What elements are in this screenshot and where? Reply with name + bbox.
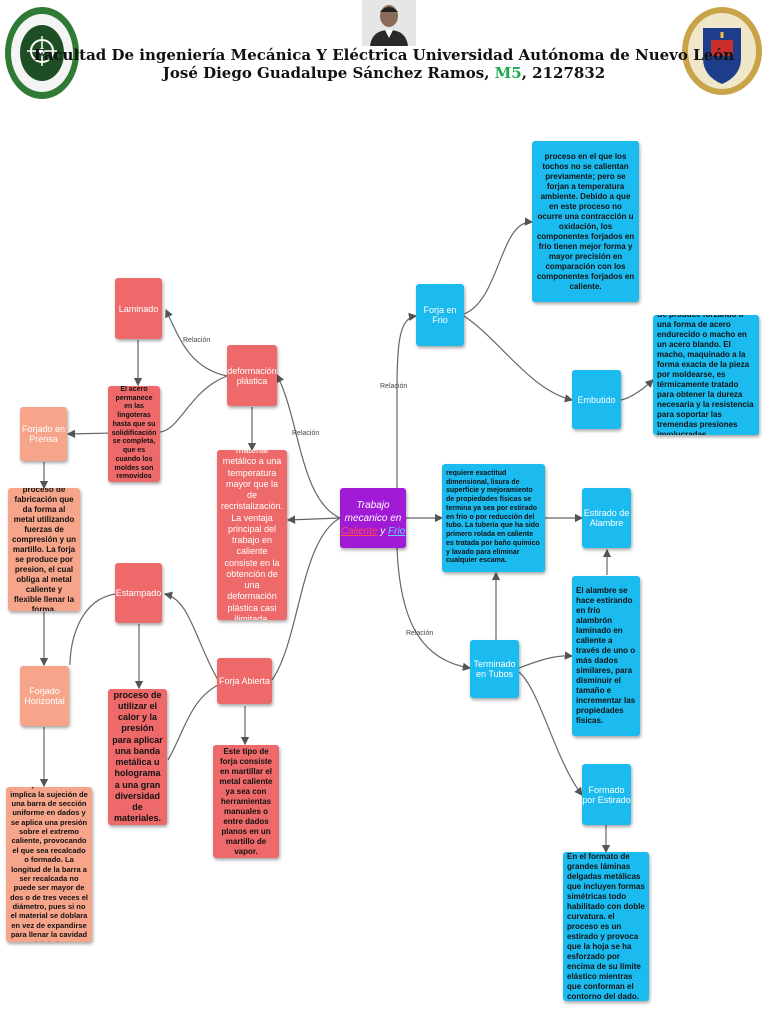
- estirado-alambre-label: Estirado de Alambre: [583, 508, 630, 528]
- node-forja-abierta-desc[interactable]: Este tipo de forja consiste en martillar…: [213, 745, 279, 858]
- person-photo-icon: [362, 0, 416, 46]
- center-frio-link[interactable]: Frio: [388, 525, 406, 537]
- relation-label: Relación: [380, 383, 408, 390]
- node-forjado-prensa[interactable]: Forjado en Prensa: [20, 407, 67, 461]
- center-y: y: [380, 525, 386, 537]
- node-tubos-desc[interactable]: requiere exactitud dimensional, lisura d…: [442, 464, 545, 572]
- center-line3: Caliente y Frio: [341, 525, 406, 538]
- relation-label: Relación: [292, 430, 320, 437]
- node-laminado-desc[interactable]: El acero permanece en las lingoteras has…: [108, 386, 160, 482]
- laminado-desc-text: El acero permanece en las lingoteras has…: [111, 386, 157, 481]
- forja-abierta-label: Forja Abierta: [218, 676, 271, 686]
- node-alambre-desc[interactable]: El alambre se hace estirando en frio ala…: [572, 576, 640, 736]
- student-id: , 2127832: [521, 64, 606, 82]
- relation-label: Relación: [183, 337, 211, 344]
- estampado-desc-text: proceso de utilizar el calor y la presió…: [112, 689, 163, 824]
- node-trabajo-mecanico[interactable]: Trabajo mecanico en Caliente y Frio: [340, 488, 406, 548]
- node-formado-desc[interactable]: En el formato de grandes láminas delgada…: [563, 852, 649, 1001]
- center-line2: mecanico en: [344, 512, 402, 524]
- forjado-prensa-desc-text: proceso de fabricación que da forma al m…: [12, 488, 77, 611]
- node-forja-abierta[interactable]: Forja Abierta: [217, 658, 272, 704]
- node-forjado-prensa-desc[interactable]: proceso de fabricación que da forma al m…: [8, 488, 80, 611]
- estampado-label: Estampado: [115, 588, 162, 598]
- node-terminado-tubos[interactable]: Terminado en Tubos: [470, 640, 519, 698]
- center-caliente-link[interactable]: Caliente: [340, 525, 378, 537]
- material-desc-text: material metálico a una temperatura mayo…: [220, 450, 284, 620]
- uanl-seal-icon: [682, 7, 762, 95]
- center-line1: Trabajo: [356, 499, 390, 511]
- student-group: M5: [494, 64, 522, 82]
- node-embutido-desc[interactable]: Se produce forzando a una forma de acero…: [653, 315, 759, 435]
- fime-logo: [4, 6, 80, 100]
- formado-desc-text: En el formato de grandes láminas delgada…: [567, 852, 645, 1001]
- forjado-horizontal-desc-text: El forjado horizontal implica la sujeció…: [10, 787, 88, 942]
- terminado-tubos-label: Terminado en Tubos: [473, 659, 516, 679]
- node-estampado-desc[interactable]: proceso de utilizar el calor y la presió…: [108, 689, 167, 825]
- formado-estirado-label: Formado por Estirado: [582, 784, 631, 805]
- embutido-label: Embutido: [577, 394, 616, 405]
- alambre-desc-text: El alambre se hace estirando en frio ala…: [576, 586, 636, 725]
- node-laminado-label: Laminado: [118, 303, 159, 314]
- forjado-prensa-label: Forjado en Prensa: [21, 424, 66, 444]
- node-deformacion-plastica[interactable]: deformación plástica: [227, 345, 277, 406]
- node-forjado-horizontal[interactable]: Forjado Horizontal: [20, 666, 69, 726]
- forjado-horizontal-label: Forjado Horizontal: [24, 686, 65, 706]
- node-embutido[interactable]: Embutido: [572, 370, 621, 429]
- node-material-desc[interactable]: material metálico a una temperatura mayo…: [217, 450, 287, 620]
- uanl-logo: [681, 6, 763, 96]
- header-faculty: Facultad De ingeniería Mecánica Y Eléctr…: [33, 46, 735, 64]
- relation-label: Relación: [406, 630, 434, 637]
- forja-abierta-desc-text: Este tipo de forja consiste en martillar…: [219, 746, 273, 856]
- embutido-desc-text: Se produce forzando a una forma de acero…: [657, 315, 754, 435]
- forja-frio-label: Forja en Frio: [423, 305, 457, 325]
- fime-seal-icon: [5, 7, 79, 99]
- node-forja-frio[interactable]: Forja en Frio: [416, 284, 464, 346]
- node-estirado-alambre[interactable]: Estirado de Alambre: [582, 488, 631, 548]
- node-deformacion-label: deformación plástica: [227, 365, 277, 386]
- node-estampado[interactable]: Estampado: [115, 563, 162, 623]
- tubos-desc-text: requiere exactitud dimensional, lisura d…: [446, 469, 540, 565]
- header-student: José Diego Guadalupe Sánchez Ramos, M5, …: [0, 64, 768, 82]
- node-forjado-horizontal-desc[interactable]: El forjado horizontal implica la sujeció…: [6, 787, 92, 942]
- student-photo: [362, 0, 416, 46]
- node-frio-desc[interactable]: proceso en el que los tochos no se calie…: [532, 141, 639, 302]
- node-formado-estirado[interactable]: Formado por Estirado: [582, 764, 631, 825]
- node-laminado[interactable]: Laminado: [115, 278, 162, 339]
- student-name: José Diego Guadalupe Sánchez Ramos,: [162, 64, 490, 82]
- frio-desc-text: proceso en el que los tochos no se calie…: [536, 151, 635, 291]
